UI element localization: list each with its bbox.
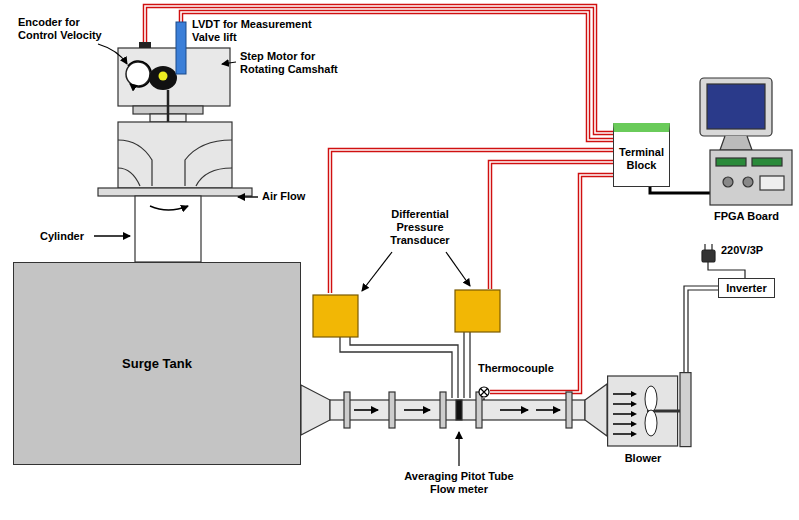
air-flow-arrow (238, 196, 258, 197)
signal-wires-part-part (490, 162, 613, 289)
cable-line (688, 290, 718, 372)
blower-box: Blower (607, 372, 692, 448)
callout-label: Thermocouple (478, 362, 574, 375)
pipe-part (389, 392, 395, 428)
flow-arrows (354, 409, 560, 411)
power-cable (684, 286, 718, 372)
cylinder-head-part (118, 122, 232, 188)
fpga-computer-part (650, 187, 710, 193)
fpga-computer (650, 78, 792, 205)
camshaft-housing-part (149, 66, 177, 90)
cylinder-head-part (118, 140, 152, 186)
pipe (301, 384, 607, 436)
callout-label: Differential Pressure Transducer (372, 208, 468, 247)
signal-wires-part-part (490, 175, 613, 392)
node-text: Surge Tank (122, 356, 192, 372)
power-label: 220V/3P (721, 244, 791, 257)
terminal-block: Terminal Block (613, 123, 670, 187)
fpga-computer-part (720, 136, 752, 150)
fpga-computer-part (752, 158, 782, 166)
pipe-part (440, 392, 446, 428)
cable-line (684, 286, 718, 372)
pipe-part (585, 384, 607, 436)
signal-wires-part-part (181, 12, 613, 140)
power-plug-part (711, 244, 712, 250)
pipe-part (344, 392, 350, 428)
inverter-box: Inverter (718, 278, 775, 298)
camshaft-housing-part (118, 48, 230, 106)
callout-label: LVDT for Measurement Valve lift (192, 18, 320, 44)
thermocouple-symbol-part (479, 387, 489, 397)
pipe-part (476, 392, 482, 428)
transducers (313, 290, 500, 337)
thermocouple-symbol-part (483, 398, 484, 400)
camshaft-housing-part (98, 44, 127, 64)
device-label: FPGA Board (714, 210, 796, 223)
transducers-part (313, 295, 358, 337)
node-text: Terminal Block (619, 146, 664, 172)
flow-arrows-part (536, 409, 560, 411)
pipe-part (301, 385, 330, 435)
cylinder-head-part (150, 206, 188, 210)
signal-wires-part-part (330, 150, 613, 293)
camshaft-housing-part (222, 62, 236, 64)
signal-wires-part-part (490, 162, 613, 289)
signal-wires-part-part (181, 12, 613, 140)
cylinder-head-part (185, 140, 232, 186)
thermocouple-symbol (479, 387, 489, 400)
fpga-computer-part (707, 84, 765, 129)
flow-arrows-part (500, 409, 528, 411)
flow-arrows-part (404, 409, 430, 411)
cylinder-head-part (196, 168, 232, 186)
tank-box: Surge Tank (13, 262, 301, 465)
thermocouple-symbol-part (481, 389, 488, 396)
transducer-arrows (362, 252, 470, 291)
fpga-computer-part (700, 78, 772, 136)
fpga-computer-part (710, 150, 792, 205)
flow-arrows-part (354, 409, 378, 411)
fpga-computer-part (743, 177, 753, 187)
pipe-part (456, 400, 462, 420)
pressure-tubes-part (350, 337, 458, 398)
callout-label: Encoder for Control Velocity (18, 16, 118, 42)
fpga-computer-part (760, 176, 784, 190)
node-text: Inverter (726, 282, 766, 295)
cylinder-arrow (94, 235, 130, 236)
camshaft-housing-part (128, 61, 151, 87)
pitot-arrow (458, 432, 459, 466)
blower-fan (607, 372, 692, 448)
callout-label: Cylinder (40, 230, 94, 243)
pipe-part (330, 400, 585, 420)
pressure-tubes (340, 332, 470, 398)
camshaft-housing-part (176, 22, 186, 74)
fpga-computer-part (716, 158, 746, 166)
cylinder-head-part (135, 196, 201, 262)
transducers-part (455, 290, 500, 332)
power-plug-part (704, 244, 705, 250)
pressure-tubes-part (469, 332, 470, 398)
transducer-arrows-part (446, 252, 470, 286)
power-plug-part (708, 262, 745, 278)
camshaft-housing-part (159, 72, 168, 81)
flow-label: Air Flow (262, 190, 332, 203)
signal-wires-part-part (490, 175, 613, 392)
fpga-computer-part (723, 177, 733, 187)
pressure-tubes-part (463, 332, 464, 398)
pressure-tubes-part (340, 337, 452, 398)
camshaft-housing-part (139, 42, 151, 48)
callout-label: Step Motor for Rotating Camshaft (240, 50, 352, 76)
power-plug-part (702, 250, 715, 262)
cylinder-head-part (118, 168, 140, 186)
signal-wires-part-part (330, 150, 613, 293)
pipe-part (566, 392, 572, 428)
cylinder-head-part (98, 188, 252, 196)
camshaft-housing-part (126, 62, 150, 86)
node-text: Blower (607, 452, 679, 465)
callout-label: Averaging Pitot Tube Flow meter (394, 470, 524, 496)
transducer-arrows-part (362, 252, 392, 291)
